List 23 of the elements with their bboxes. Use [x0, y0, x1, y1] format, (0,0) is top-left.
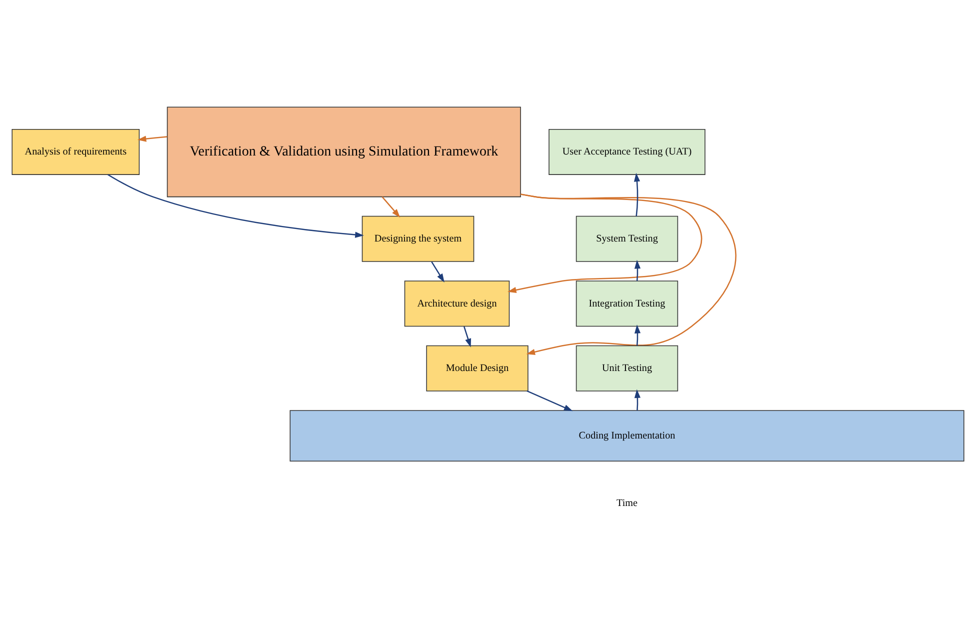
- arrow: [508, 193, 702, 292]
- node-box: Integration Testing: [576, 280, 678, 326]
- label: Time: [616, 497, 638, 508]
- arrow: [634, 172, 640, 216]
- arrow: [634, 388, 641, 410]
- arrow: [526, 390, 573, 411]
- node-box: Analysis of requirements: [12, 128, 140, 174]
- arrow: [634, 259, 641, 280]
- arrow: [108, 174, 364, 238]
- arrow: [382, 196, 400, 218]
- node-box: Designing the system: [362, 215, 474, 262]
- node-box: System Testing: [576, 215, 678, 262]
- node-box: Verification & Validation using Simulation Framework: [166, 106, 521, 197]
- arrow: [464, 326, 472, 347]
- arrow: [431, 260, 444, 282]
- arrow: [520, 193, 736, 354]
- arrow: [634, 324, 641, 346]
- node-box: Coding Implementation: [290, 410, 964, 462]
- arrow: [137, 135, 168, 142]
- node-box: Module Design: [426, 344, 528, 391]
- node-box: Unit Testing: [576, 344, 678, 391]
- node-box: Architecture design: [404, 280, 510, 326]
- node-box: User Acceptance Testing (UAT): [548, 128, 706, 174]
